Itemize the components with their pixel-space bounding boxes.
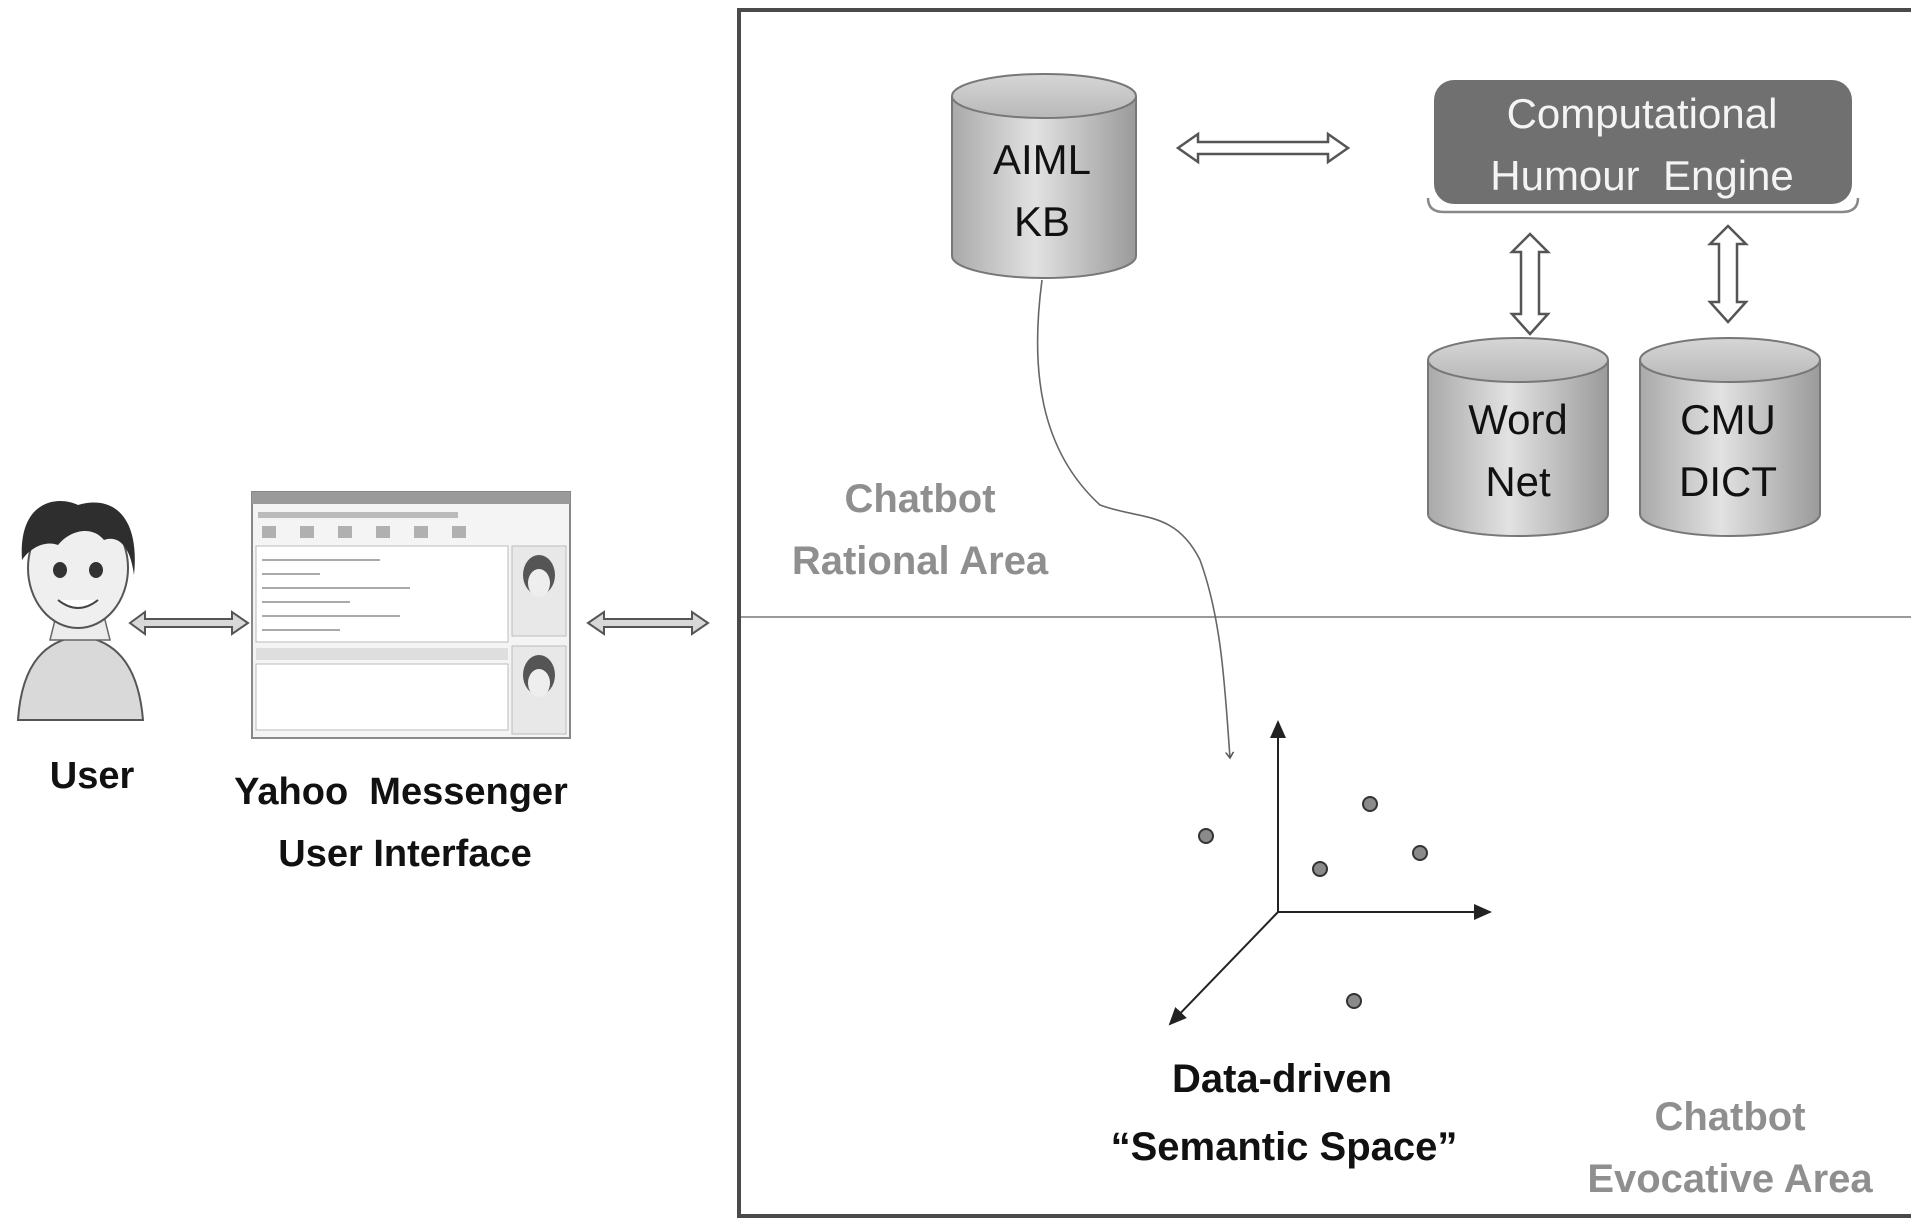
semantic-space-label-line2: “Semantic Space” [1111,1125,1458,1169]
evocative-area-label-line1: Chatbot [1654,1095,1805,1139]
user-messenger-arrow [128,610,250,636]
humour-engine-label-line2: Humour Engine [1490,152,1794,199]
semantic-point [1312,861,1328,877]
wordnet-label-line2: Net [1485,458,1551,505]
messenger-chatbot-arrow [586,610,710,636]
aiml-semantic-connector [1036,279,1230,758]
humour-engine-box [1426,80,1860,214]
engine-cmudict-arrow [1706,224,1750,324]
semantic-space-axes [1168,720,1492,1026]
messenger-label-line1: Yahoo Messenger [234,771,568,813]
semantic-point [1198,828,1214,844]
semantic-point [1346,993,1362,1009]
wordnet-label-line1: Word [1468,396,1568,443]
semantic-point [1412,845,1428,861]
chatbot-frame [737,8,1911,1218]
rational-area-label-line2: Rational Area [792,539,1049,583]
semantic-point [1362,796,1378,812]
engine-wordnet-arrow [1508,232,1552,336]
messenger-window-icon [251,491,571,739]
cmudict-label-line1: CMU [1680,396,1776,443]
wordnet-database-icon [1427,337,1609,537]
cmudict-database-icon [1639,337,1821,537]
cmudict-label-line2: DICT [1679,458,1777,505]
aiml-engine-arrow [1175,131,1351,165]
evocative-area-label-line2: Evocative Area [1587,1157,1873,1201]
humour-engine-label-line1: Computational [1507,90,1778,137]
rational-area-label-line1: Chatbot [844,477,995,521]
semantic-space-label-line1: Data-driven [1172,1057,1392,1101]
semantic-space-points [1198,796,1428,1009]
aiml-kb-database-icon [951,73,1137,279]
aiml-kb-label-line1: AIML [993,136,1091,183]
messenger-label-line2: User Interface [278,833,531,875]
user-avatar-icon [16,500,145,721]
user-label: User [50,755,135,797]
aiml-kb-label-line2: KB [1014,198,1070,245]
